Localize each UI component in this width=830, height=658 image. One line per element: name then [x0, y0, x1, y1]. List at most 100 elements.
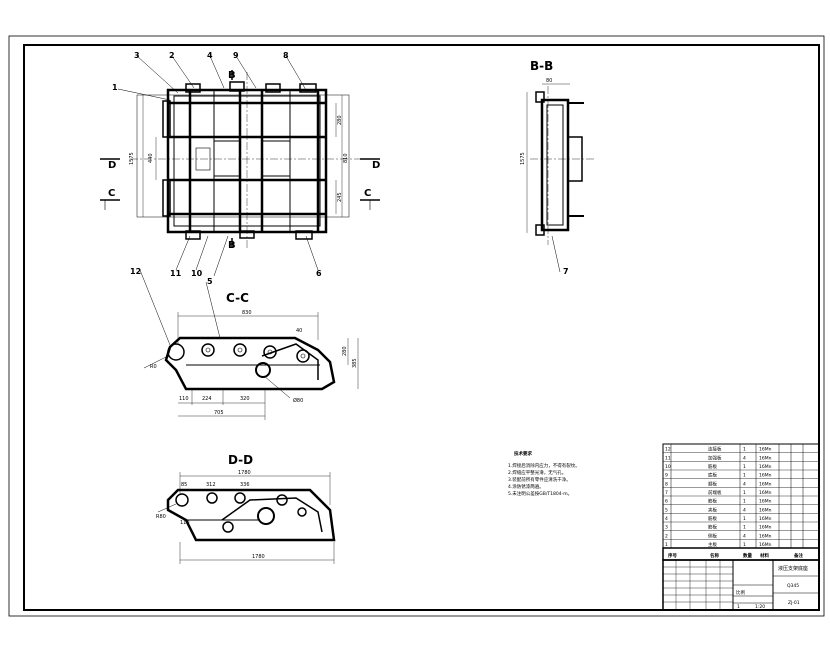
- bom-cell-name: 筋板: [708, 515, 717, 522]
- bom-table: [662, 443, 820, 561]
- bom-cell-no: 6: [665, 499, 668, 505]
- dim-text: 280: [342, 346, 348, 356]
- bom-cell-no: 4: [665, 516, 668, 522]
- bom-cell-no: 10: [665, 464, 671, 470]
- bom-cell-qty: 1: [743, 490, 746, 496]
- section-d-left: D: [108, 160, 116, 171]
- bom-cell-name: 夹板: [708, 506, 717, 513]
- bom-cell-mat: 16Mn: [759, 533, 772, 539]
- bom-cell-no: 2: [665, 533, 668, 539]
- bom-header-cell: 序号: [667, 552, 677, 559]
- bom-cell-mat: 16Mn: [759, 464, 772, 470]
- bom-cell-no: 7: [665, 490, 668, 496]
- bom-cell-qty: 4: [743, 481, 746, 487]
- dim-text: 40: [296, 328, 302, 334]
- scale-label: 比例: [736, 589, 745, 596]
- dim-text: 385: [352, 358, 358, 368]
- dim-text: 830: [242, 310, 252, 316]
- bom-cell-no: 5: [665, 507, 668, 513]
- bom-cell-name: 底板: [708, 472, 717, 479]
- dim-text: 1780: [238, 470, 251, 476]
- bom-cell-qty: 1: [743, 525, 746, 531]
- title-block: [662, 559, 820, 611]
- bom-cell-mat: 16Mn: [759, 507, 772, 513]
- dim-text: R0: [150, 364, 157, 370]
- dim-text: 85: [181, 482, 187, 488]
- part-callout: 4: [207, 51, 213, 60]
- dim-text: 224: [202, 396, 212, 402]
- section-b-top: B: [228, 70, 236, 81]
- bom-cell-qty: 1: [743, 516, 746, 522]
- part-callout: 2: [169, 51, 175, 60]
- bom-cell-qty: 4: [743, 455, 746, 461]
- dim-text: 440: [148, 153, 154, 163]
- bom-cell-qty: 4: [743, 507, 746, 513]
- note-line: 4.涂防锈漆两遍。: [508, 483, 544, 490]
- dim-text: Ø80: [293, 397, 303, 404]
- bb-view: [526, 83, 596, 273]
- outer-frame: [8, 35, 825, 617]
- section-dd-title: D-D: [228, 453, 253, 467]
- inner-frame: [23, 44, 820, 611]
- dim-text: 1780: [252, 554, 265, 560]
- part-callout: 1: [112, 83, 118, 92]
- part-callout: 12: [130, 267, 141, 276]
- dim-text: 280: [337, 115, 343, 125]
- plan-view: [100, 55, 380, 277]
- note-line: 3.装配前所有零件应清洗干净。: [508, 476, 571, 483]
- dim-text: 810: [343, 153, 349, 163]
- dim-text: 320: [240, 396, 250, 402]
- bom-header-cell: 名称: [710, 552, 719, 559]
- dim-text: 312: [206, 482, 216, 488]
- bom-cell-name: 筋板: [708, 524, 717, 531]
- section-bb-title: B-B: [530, 59, 553, 73]
- bom-cell-name: 主板: [708, 541, 717, 548]
- part-callout: 7: [563, 267, 569, 276]
- bom-cell-name: 加强板: [708, 454, 722, 461]
- bom-cell-name: 顺板: [708, 480, 717, 487]
- bom-cell-name: 前端板: [708, 489, 722, 496]
- bom-cell-qty: 1: [743, 499, 746, 505]
- sheet-number: 1: [737, 604, 740, 610]
- scale-value: 1:20: [755, 604, 765, 610]
- bom-header-cell: 材料: [760, 552, 769, 559]
- bom-cell-name: 筋板: [708, 498, 717, 505]
- note-line: 1.焊接后消除内应力，不得有裂纹。: [508, 462, 580, 469]
- dim-text: 705: [214, 410, 224, 416]
- drawing-number: ZJ-01: [788, 600, 800, 606]
- bom-cell-mat: 16Mn: [759, 499, 772, 505]
- drawing-material: Q345: [787, 583, 799, 589]
- bom-cell-qty: 4: [743, 533, 746, 539]
- dim-text: 110: [179, 396, 189, 402]
- part-callout: 11: [170, 269, 182, 278]
- drawing-name: 液压支架底座: [778, 565, 808, 572]
- section-cc-title: C-C: [226, 291, 249, 305]
- section-d-right: D: [372, 160, 380, 171]
- part-callout: 3: [134, 51, 140, 60]
- bom-cell-qty: 1: [743, 473, 746, 479]
- part-callout: 6: [316, 269, 322, 278]
- bom-cell-mat: 16Mn: [759, 473, 772, 479]
- bom-cell-qty: 1: [743, 447, 746, 453]
- part-callout: 10: [191, 269, 203, 278]
- part-callout: 8: [283, 51, 289, 60]
- bom-cell-mat: 16Mn: [759, 447, 772, 453]
- bom-cell-no: 8: [665, 481, 668, 487]
- part-callout: 9: [233, 51, 239, 60]
- bom-cell-mat: 16Mn: [759, 542, 772, 548]
- dim-text: 80: [546, 78, 552, 84]
- bom-cell-mat: 16Mn: [759, 516, 772, 522]
- note-line: 2.焊缝应平整光滑，无气孔。: [508, 469, 566, 476]
- bom-cell-no: 12: [665, 447, 671, 453]
- bom-header-remark: 备注: [793, 552, 803, 559]
- cc-view: [139, 269, 359, 420]
- dim-text: 245: [337, 192, 343, 202]
- note-line: 5.未注明公差按GB/T1804-m。: [508, 490, 572, 497]
- dim-text: 336: [240, 482, 250, 488]
- bom-cell-qty: 1: [743, 542, 746, 548]
- dim-text: 1575: [129, 152, 135, 165]
- bom-cell-no: 1: [665, 542, 668, 548]
